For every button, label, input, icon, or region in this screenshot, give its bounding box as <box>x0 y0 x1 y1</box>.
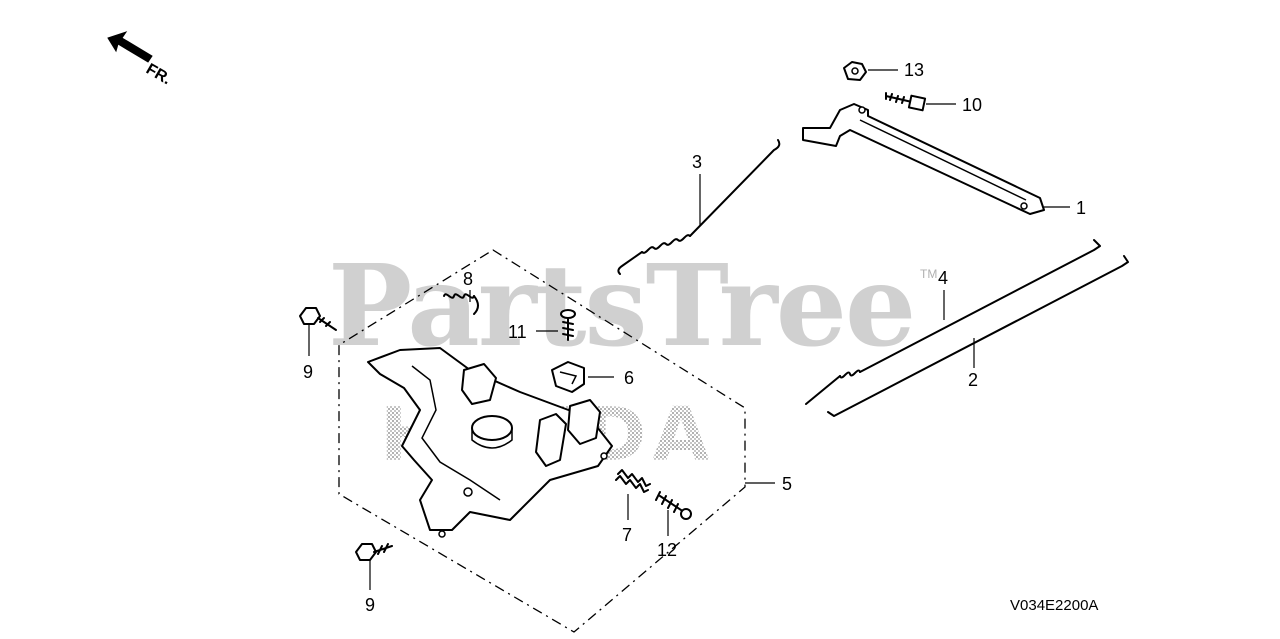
choke-rod <box>827 255 1129 417</box>
leader-lines <box>308 69 1070 590</box>
callout-2: 2 <box>968 370 978 390</box>
callout-9-lower: 9 <box>365 595 375 615</box>
assembly-boundary <box>338 249 746 633</box>
callout-12: 12 <box>657 540 677 560</box>
flange-bolt-upper <box>299 307 337 331</box>
governor-spring <box>617 139 781 275</box>
callout-9-upper: 9 <box>303 362 313 382</box>
callout-6: 6 <box>624 368 634 388</box>
callout-7: 7 <box>622 525 632 545</box>
callout-13: 13 <box>904 60 924 80</box>
flange-nut <box>843 61 867 81</box>
throttle-rod <box>805 239 1101 405</box>
callout-8: 8 <box>463 269 473 289</box>
diagram-code: V034E2200A <box>1010 597 1098 614</box>
adjusting-screw <box>655 491 692 520</box>
watermark-trademark: TM <box>920 267 937 281</box>
callout-1: 1 <box>1076 198 1086 218</box>
return-spring <box>443 293 479 315</box>
callout-11: 11 <box>508 322 527 342</box>
callout-10: 10 <box>962 95 982 115</box>
front-direction-label: FR. <box>143 61 174 89</box>
control-base <box>367 347 613 538</box>
governor-arm-bolt <box>885 92 927 112</box>
front-direction-arrow-icon <box>107 31 153 63</box>
clip-screw <box>560 309 576 341</box>
callout-3: 3 <box>692 152 702 172</box>
governor-arm <box>802 103 1045 215</box>
flange-bolt-lower <box>355 543 393 561</box>
callout-5: 5 <box>782 474 792 494</box>
callout-4: 4 <box>938 268 948 288</box>
cable-clip <box>551 361 585 393</box>
adjusting-spring <box>615 469 651 493</box>
